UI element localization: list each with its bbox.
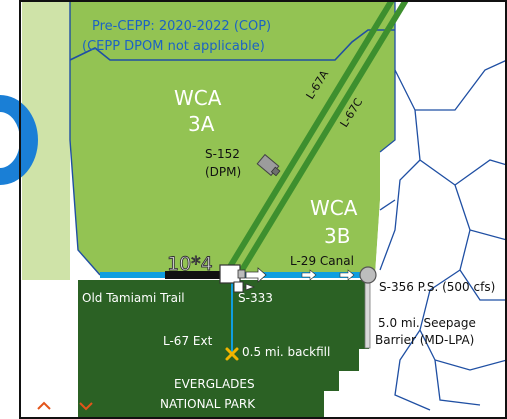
seepage-barrier <box>364 275 371 349</box>
l29-canal-label: L-29 Canal <box>290 254 354 268</box>
s356-pump-station <box>359 266 377 284</box>
orange-marker-fragment <box>37 401 93 411</box>
s333-structure <box>219 264 256 293</box>
ten-star-four-label: 10*4 <box>167 253 213 275</box>
backfill-x-marker <box>225 347 239 361</box>
wca-3a-region <box>70 0 395 275</box>
wca-3b-label-line2: 3B <box>324 224 350 248</box>
canal-black-segment <box>165 271 223 279</box>
l67-ext-label: L-67 Ext <box>163 334 213 348</box>
wca-3a-label-line1: WCA <box>174 86 222 110</box>
s152-label-line1: S-152 <box>205 147 240 161</box>
flow-arrows <box>245 267 355 283</box>
wca-3a-label-line2: 3A <box>188 112 215 136</box>
map-frame <box>19 0 507 419</box>
s152-label-line2: (DPM) <box>205 165 241 179</box>
seepage-label-line2: Barrier (MD-LPA) <box>375 333 474 347</box>
s333-label: S-333 <box>238 291 273 305</box>
l67-levees <box>225 0 409 272</box>
pre-cepp-label-line2: (CEPP DPOM not applicable) <box>82 39 265 54</box>
everglades-national-park <box>78 280 370 419</box>
wca-3a-outline <box>69 0 101 276</box>
wca-3b-label-line1: WCA <box>310 196 358 220</box>
pre-cepp-boundary <box>69 29 395 61</box>
s356-label: S-356 P.S. (500 cfs) <box>379 280 495 294</box>
backfill-label: 0.5 mi. backfill <box>242 345 330 359</box>
s152-structure <box>256 153 281 177</box>
seepage-label-line1: 5.0 mi. Seepage <box>378 316 476 330</box>
partial-blue-circle-inner <box>0 112 20 168</box>
east-boundaries <box>379 0 507 411</box>
park-step-outline <box>324 280 371 419</box>
old-tamiami-label: Old Tamiami Trail <box>82 291 185 305</box>
everglades-label-line2: NATIONAL PARK <box>160 397 256 411</box>
pre-cepp-label-line1: Pre-CEPP: 2020-2022 (COP) <box>92 19 271 34</box>
east-region <box>375 0 507 419</box>
everglades-label-line1: EVERGLADES <box>174 377 255 391</box>
